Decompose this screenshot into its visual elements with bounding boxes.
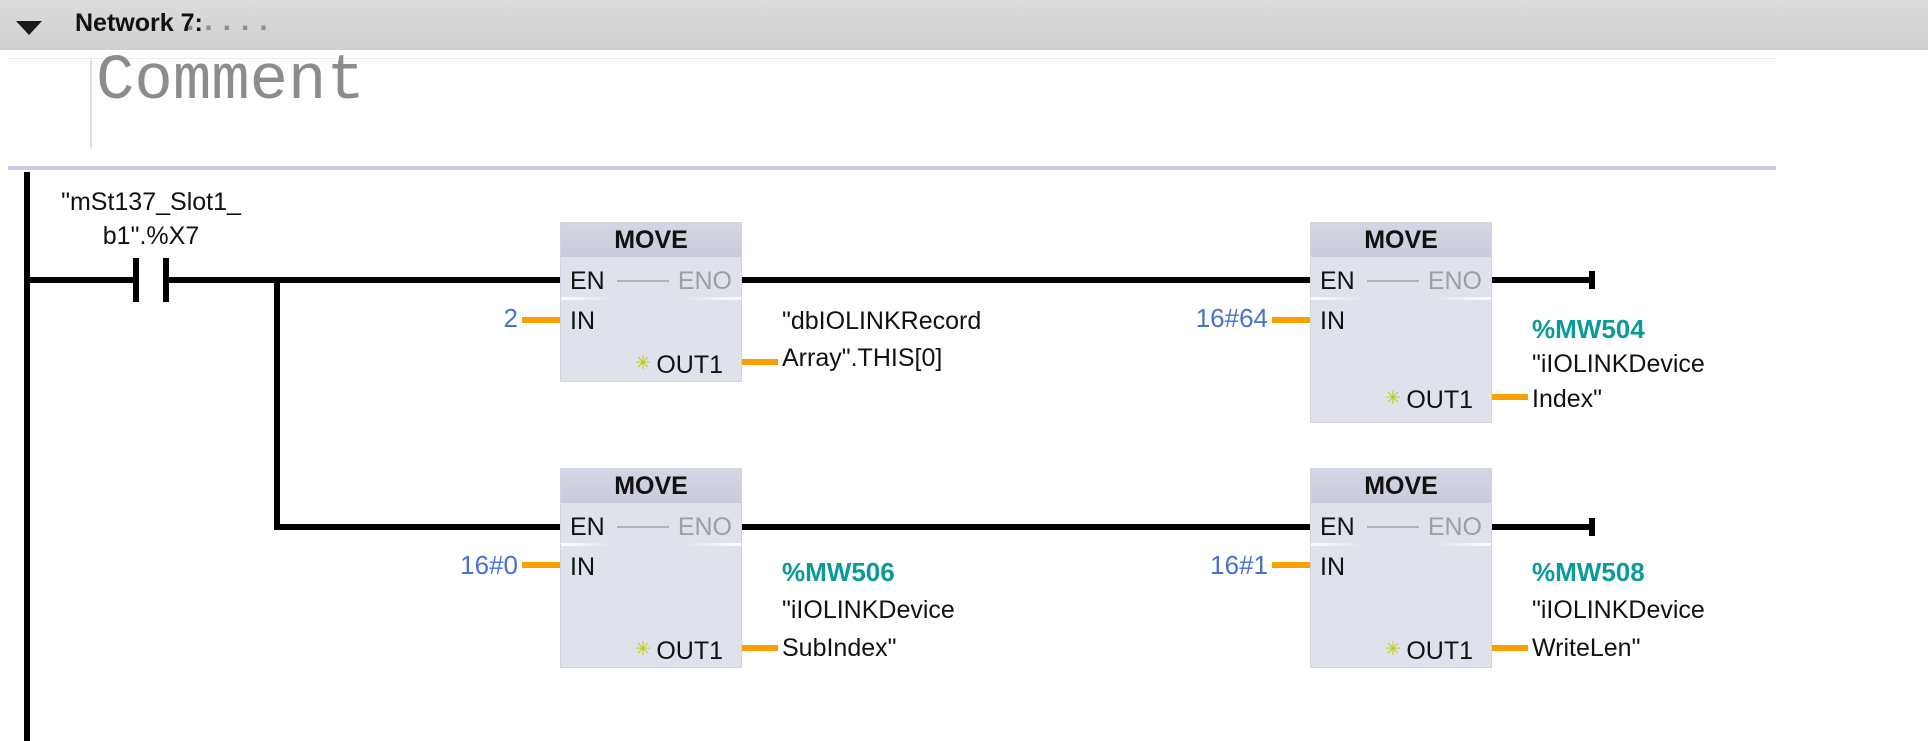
add-output-star-icon[interactable]: ✳ (1385, 388, 1401, 409)
network-header-bar[interactable]: Network 7: ..... (0, 0, 1928, 50)
block4-in-value[interactable]: 16#1 (1210, 550, 1268, 580)
move-block-4[interactable]: MOVE EN ENO IN ✳ OUT1 (1310, 468, 1492, 668)
stub-block1-in (522, 317, 560, 323)
block-title[interactable]: MOVE (561, 469, 741, 503)
wire-block2-eno-out (1492, 277, 1592, 283)
pin-en[interactable]: EN (570, 267, 605, 295)
divider (683, 543, 741, 546)
block3-in-value[interactable]: 16#0 (460, 550, 518, 580)
wire-end-tick (1589, 271, 1595, 289)
stub-block2-in (1272, 317, 1310, 323)
pin-in[interactable]: IN (570, 307, 595, 335)
operand-line: "iIOLINKDevice (1532, 350, 1705, 378)
stub-block4-out1 (1492, 645, 1528, 651)
pin-in[interactable]: IN (1320, 307, 1345, 335)
en-eno-link-line (617, 280, 669, 282)
en-eno-link-line (1367, 526, 1419, 528)
operand-line: "iIOLINKDevice (1532, 596, 1705, 624)
comment-field-left-border (90, 60, 92, 148)
wire-block4-eno-out (1492, 524, 1592, 530)
wire-end-tick (1589, 518, 1595, 536)
divider (1311, 543, 1363, 546)
block2-out-operand[interactable]: %MW504 "iIOLINKDevice Index" (1532, 312, 1705, 417)
block1-in-value[interactable]: 2 (503, 303, 518, 333)
contact-operand-line2: b1".%X7 (102, 222, 200, 250)
collapse-triangle-icon[interactable] (16, 21, 42, 35)
en-eno-link-line (1367, 280, 1419, 282)
block4-out-operand[interactable]: %MW508 "iIOLINKDevice WriteLen" (1532, 553, 1705, 667)
divider (561, 543, 613, 546)
divider (1433, 543, 1491, 546)
divider (561, 297, 613, 300)
pin-out1[interactable]: OUT1 (656, 351, 723, 379)
operand-line: WriteLen" (1532, 634, 1641, 662)
operand-line: Array".THIS[0] (782, 344, 943, 372)
wire-block3-eno-to-block4-en (742, 524, 1310, 530)
contact-operand-line1: "mSt137_Slot1_ (61, 188, 241, 216)
pin-eno[interactable]: ENO (677, 513, 732, 541)
stub-block3-in (522, 562, 560, 568)
operand-address: %MW506 (782, 557, 895, 587)
block1-out-operand[interactable]: "dbIOLINKRecord Array".THIS[0] (782, 303, 981, 377)
block2-in-value[interactable]: 16#64 (1195, 303, 1268, 333)
add-output-star-icon[interactable]: ✳ (1385, 639, 1401, 660)
pin-en[interactable]: EN (1320, 513, 1355, 541)
stub-block1-out1 (742, 359, 778, 365)
comment-area-top-border (8, 58, 1776, 59)
add-output-star-icon[interactable]: ✳ (635, 639, 651, 660)
power-rail (24, 172, 30, 741)
pin-out1[interactable]: OUT1 (1406, 637, 1473, 665)
wire-rail-to-contact (29, 277, 133, 283)
block-title[interactable]: MOVE (561, 223, 741, 257)
contact-symbol[interactable] (133, 258, 139, 302)
contact-operand[interactable]: "mSt137_Slot1_ b1".%X7 (30, 185, 272, 253)
divider (1433, 297, 1491, 300)
pin-en[interactable]: EN (570, 513, 605, 541)
move-block-2[interactable]: MOVE EN ENO IN ✳ OUT1 (1310, 222, 1492, 423)
pin-in[interactable]: IN (1320, 553, 1345, 581)
operand-line: SubIndex" (782, 634, 897, 662)
pin-eno[interactable]: ENO (1427, 267, 1482, 295)
network-separator (8, 166, 1776, 170)
pin-eno[interactable]: ENO (677, 267, 732, 295)
operand-address: %MW504 (1532, 314, 1645, 344)
add-output-star-icon[interactable]: ✳ (635, 353, 651, 374)
contact-symbol[interactable] (163, 258, 169, 302)
wire-branch-down (274, 277, 280, 530)
move-block-1[interactable]: MOVE EN ENO IN ✳ OUT1 (560, 222, 742, 382)
network-title: Network 7: (75, 9, 203, 37)
wire-branch-to-block3 (274, 524, 560, 530)
stub-block3-out1 (742, 645, 778, 651)
operand-line: "dbIOLINKRecord (782, 307, 982, 335)
divider (683, 297, 741, 300)
network-comment-field[interactable]: Comment (96, 46, 365, 118)
block-title[interactable]: MOVE (1311, 469, 1491, 503)
operand-address: %MW508 (1532, 557, 1645, 587)
en-eno-link-line (617, 526, 669, 528)
pin-in[interactable]: IN (570, 553, 595, 581)
stub-block4-in (1272, 562, 1310, 568)
pin-out1[interactable]: OUT1 (656, 637, 723, 665)
operand-line: Index" (1532, 385, 1603, 413)
block3-out-operand[interactable]: %MW506 "iIOLINKDevice SubIndex" (782, 553, 955, 667)
wire-block1-eno-to-block2-en (742, 277, 1310, 283)
operand-line: "iIOLINKDevice (782, 596, 955, 624)
pin-out1[interactable]: OUT1 (1406, 386, 1473, 414)
pin-eno[interactable]: ENO (1427, 513, 1482, 541)
divider (1311, 297, 1363, 300)
block-title[interactable]: MOVE (1311, 223, 1491, 257)
wire-contact-to-block1 (169, 277, 560, 283)
pin-en[interactable]: EN (1320, 267, 1355, 295)
move-block-3[interactable]: MOVE EN ENO IN ✳ OUT1 (560, 468, 742, 668)
network-title-placeholder[interactable]: ..... (186, 4, 278, 37)
stub-block2-out1 (1492, 394, 1528, 400)
